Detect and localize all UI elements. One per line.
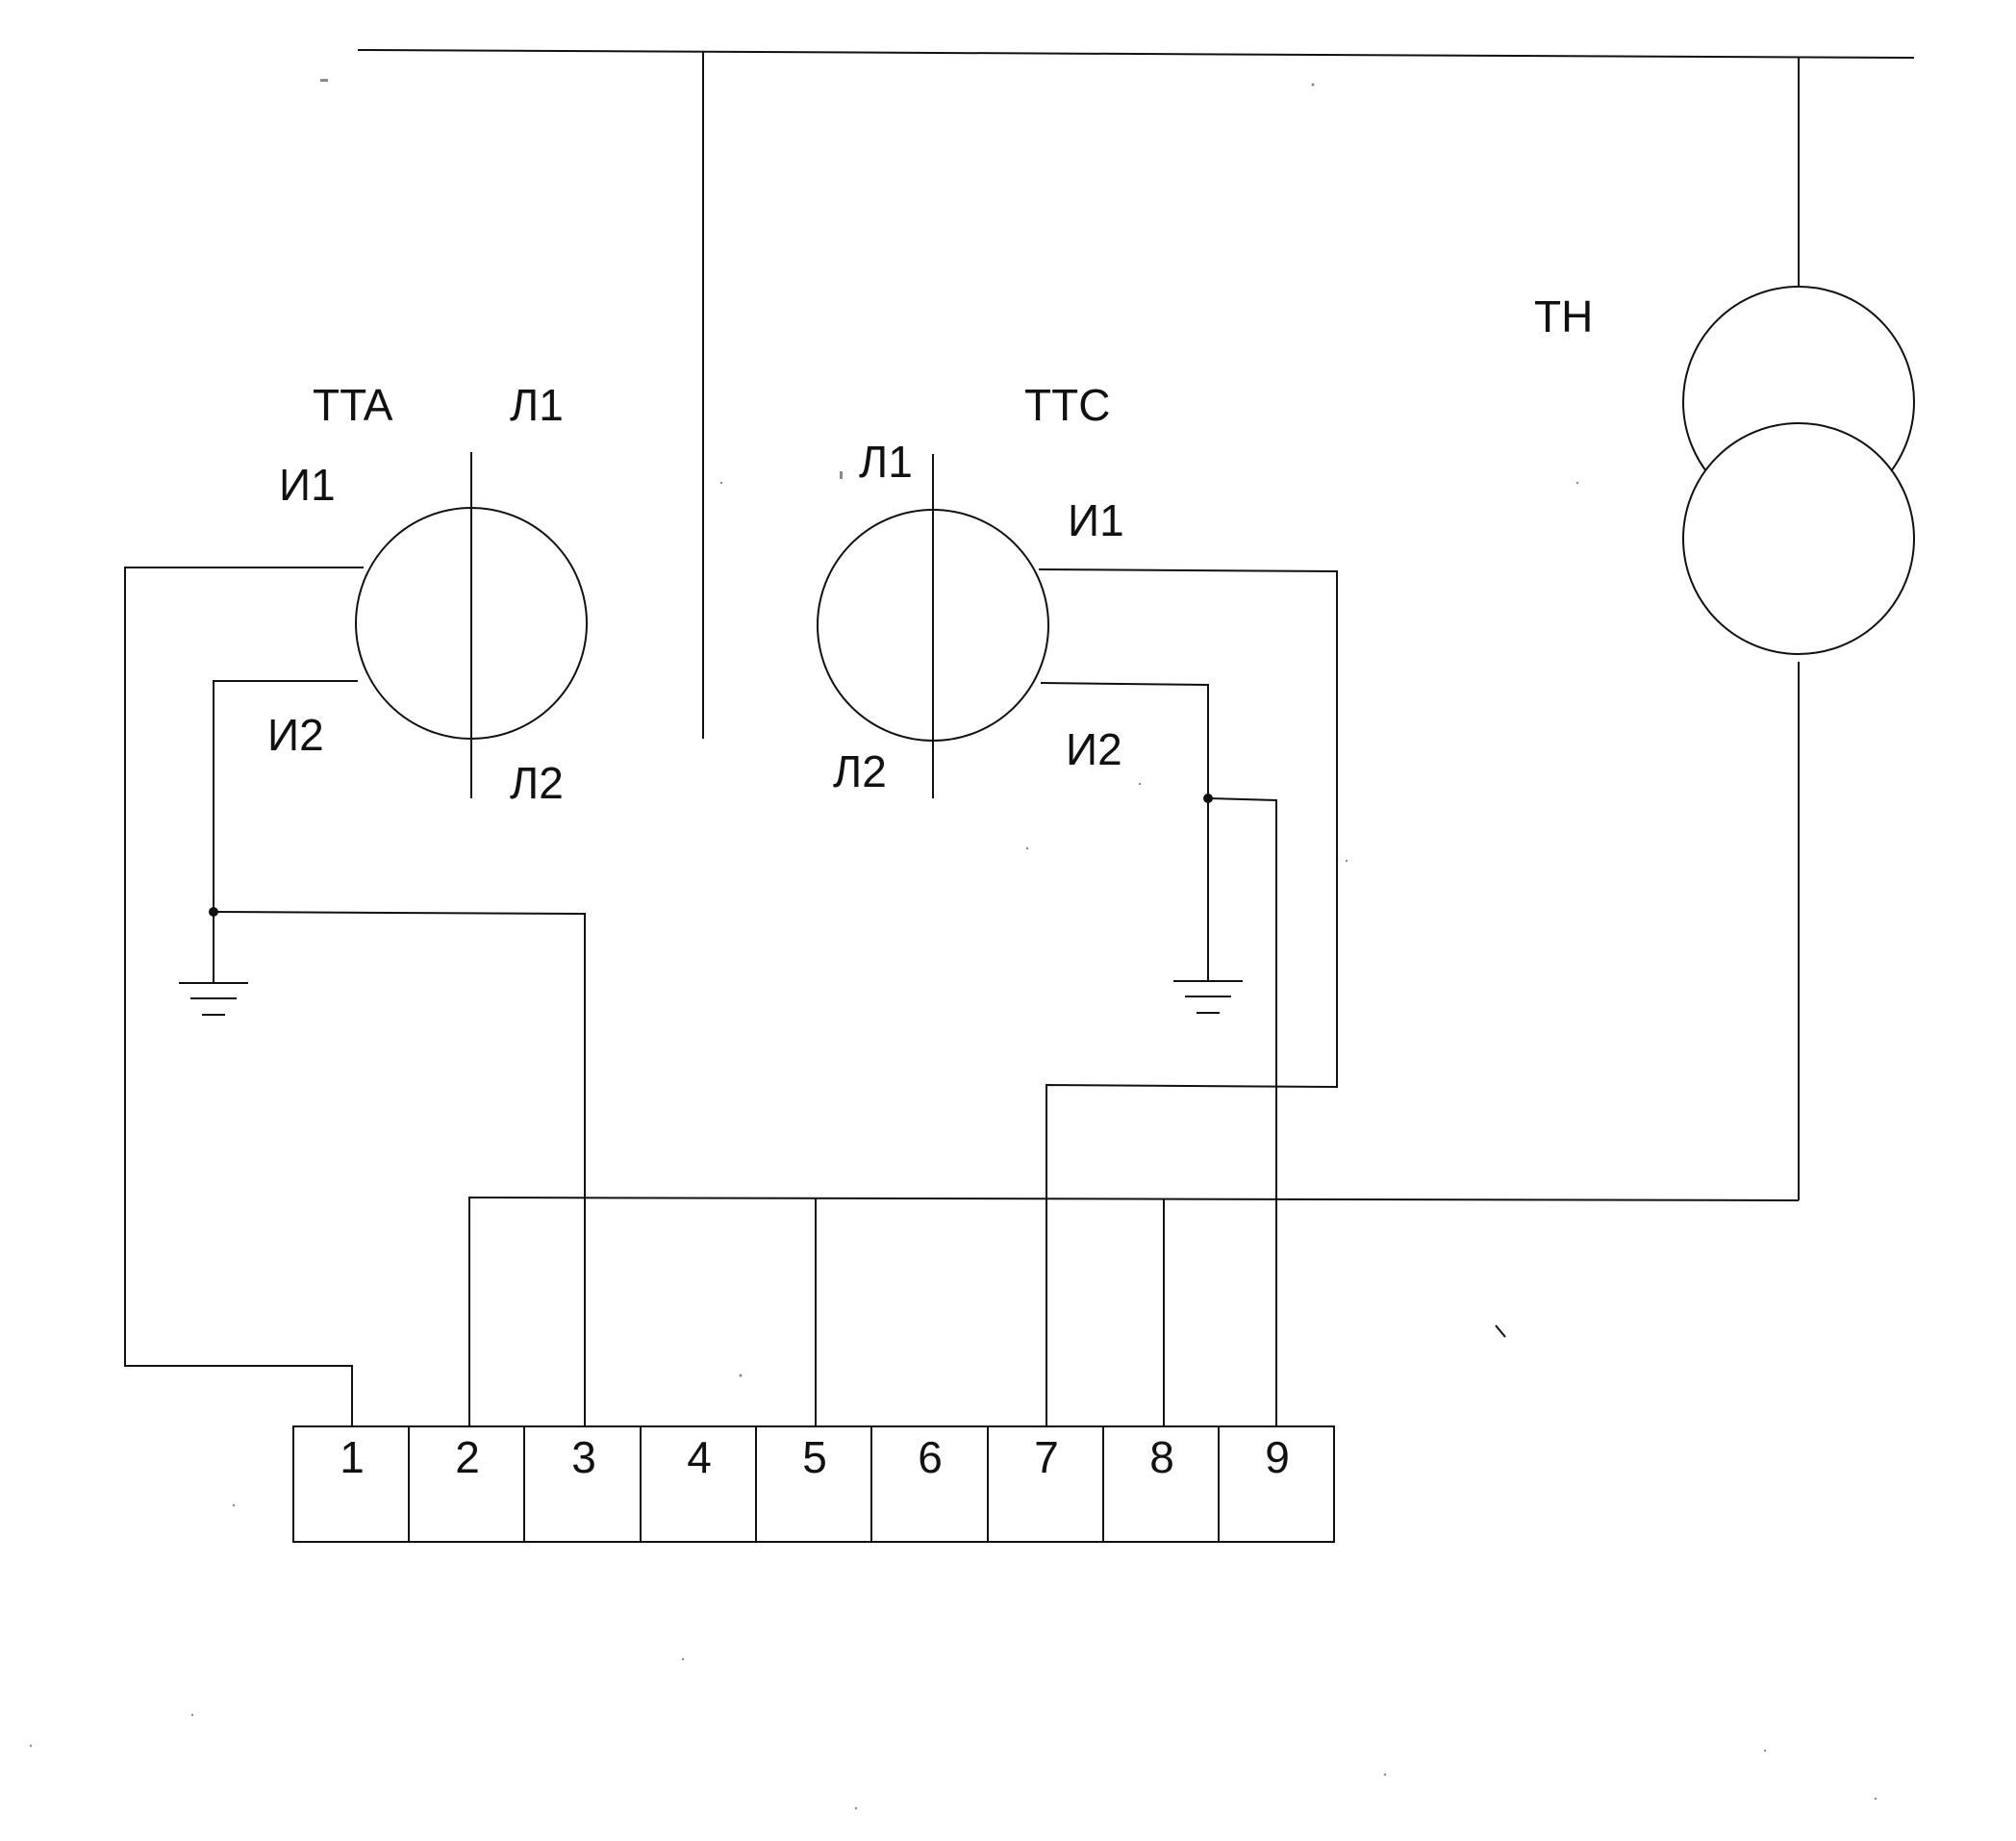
ttc-winding-start-label: И1 xyxy=(1068,495,1124,545)
ttc-line-bottom-label: Л2 xyxy=(833,746,887,796)
main-bus xyxy=(357,49,1915,739)
ttc-name: TTC xyxy=(1024,380,1110,430)
terminal-1: 1 xyxy=(340,1432,365,1482)
terminal-7: 7 xyxy=(1034,1432,1059,1482)
terminal-9: 9 xyxy=(1265,1432,1290,1482)
terminal-3: 3 xyxy=(571,1432,596,1482)
ttc-coil xyxy=(817,509,1049,742)
voltage-transformer-tn xyxy=(1682,286,1915,1200)
tta-winding-end-label: И2 xyxy=(267,710,324,760)
scan-mark xyxy=(1495,1324,1506,1338)
tn-lower-coil xyxy=(1682,422,1915,655)
scan-specks xyxy=(29,79,1877,1810)
tta-name: TTA xyxy=(313,380,393,430)
tta-line-top-label: Л1 xyxy=(510,380,564,430)
tta-wiring xyxy=(124,567,586,1426)
current-transformer-ttc xyxy=(817,454,1049,798)
ground-icon xyxy=(1173,980,1243,1014)
terminal-2: 2 xyxy=(455,1432,480,1482)
voltage-wiring xyxy=(468,1196,1800,1426)
ttc-wiring xyxy=(1038,568,1338,1426)
terminal-block: 1 2 3 4 5 6 7 8 9 xyxy=(292,1425,1335,1543)
tn-name: TH xyxy=(1534,291,1593,341)
tta-line-bottom-label: Л2 xyxy=(510,758,564,808)
scan-mark xyxy=(840,471,843,479)
ttc-line-top-label: Л1 xyxy=(859,437,913,487)
tta-coil xyxy=(355,507,588,740)
terminal-8: 8 xyxy=(1149,1432,1174,1482)
terminal-5: 5 xyxy=(802,1432,827,1482)
current-transformer-tta xyxy=(355,452,588,798)
ttc-winding-end-label: И2 xyxy=(1066,724,1122,774)
tta-winding-start-label: И1 xyxy=(279,460,336,510)
terminal-6: 6 xyxy=(918,1432,943,1482)
ground-icon xyxy=(179,982,248,1016)
terminal-4: 4 xyxy=(687,1432,712,1482)
terminal-block-frame xyxy=(292,1425,1335,1543)
